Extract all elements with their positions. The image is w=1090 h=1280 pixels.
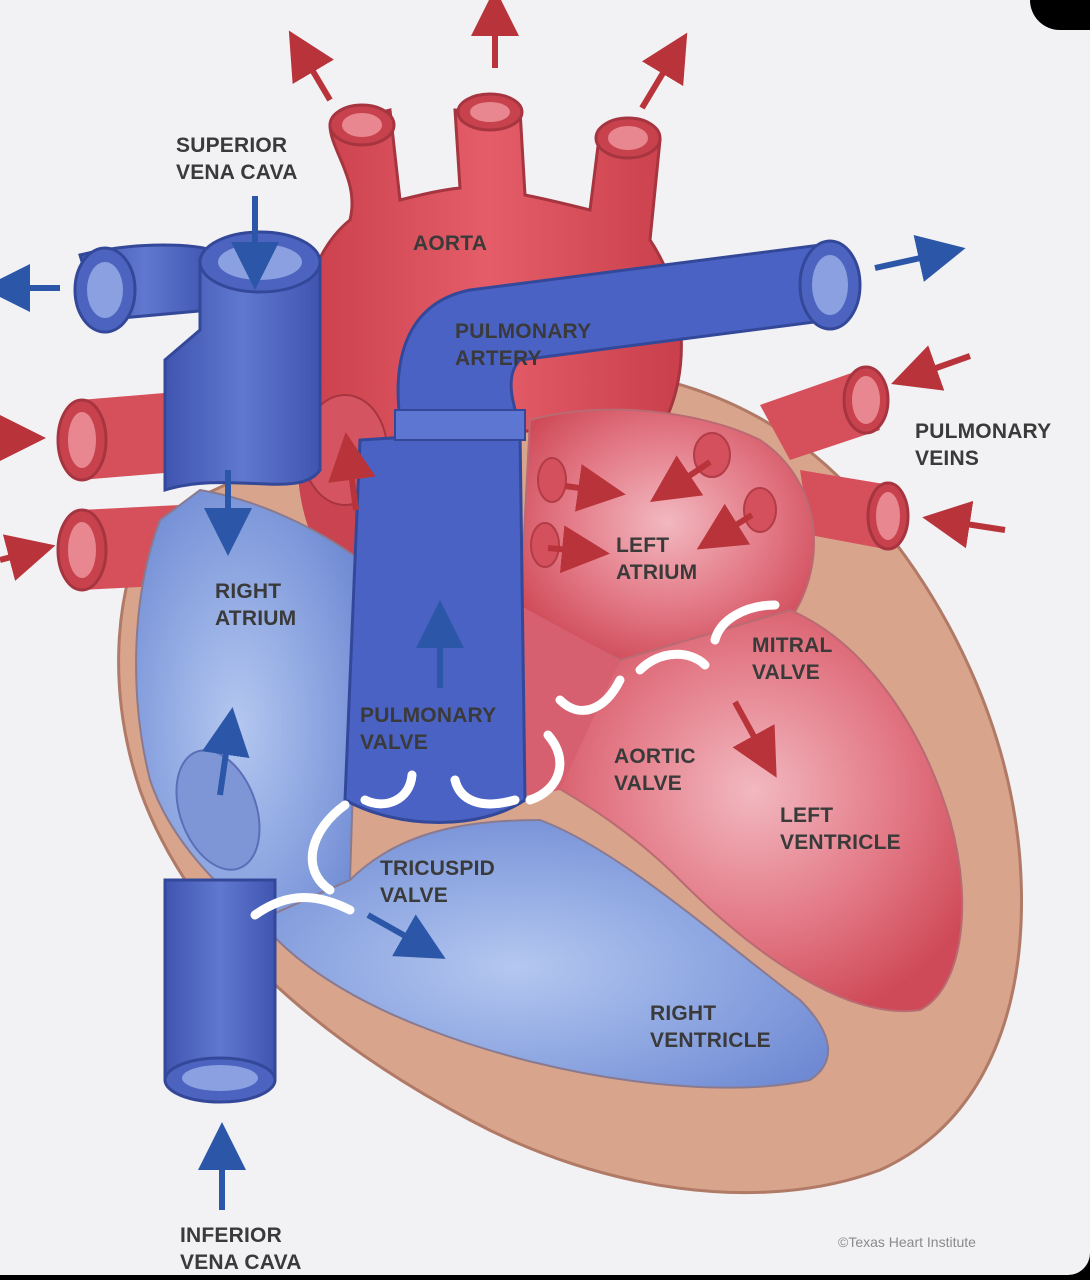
- label-aorta: AORTA: [413, 232, 488, 255]
- credit-text: ©Texas Heart Institute: [838, 1234, 976, 1250]
- superior-vena-cava: [73, 230, 322, 493]
- pulmonary-veins-left: [56, 390, 200, 592]
- pulmonary-veins-right: [760, 365, 910, 551]
- arrows-blue: [0, 196, 966, 1210]
- arrows-red: [0, 0, 1006, 778]
- left-ventricle-chamber: [543, 608, 964, 1013]
- valves: [250, 600, 780, 920]
- inferior-vena-cava: [163, 878, 277, 1104]
- la-openings: [530, 432, 777, 568]
- right-ventricle-chamber: [258, 818, 829, 1089]
